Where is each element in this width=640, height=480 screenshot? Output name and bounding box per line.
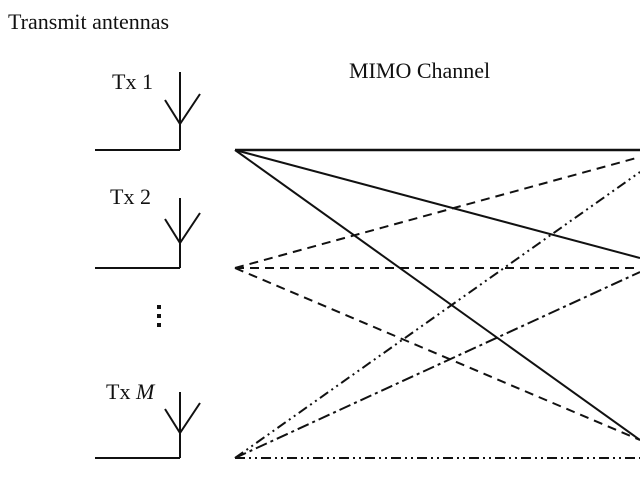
tx-1-index: 1	[141, 69, 153, 94]
ellipsis-icon	[157, 305, 161, 327]
tx-1-prefix: Tx	[112, 69, 137, 94]
tx-1-label: Tx 1	[112, 71, 153, 93]
tx-2-label: Tx 2	[110, 186, 151, 208]
path-tx2-rxn	[234, 267, 640, 441]
tx-2-channel-paths	[234, 156, 640, 441]
antenna-1-icon	[95, 72, 201, 151]
antenna-2-icon	[95, 198, 201, 269]
tx-2-prefix: Tx	[110, 184, 135, 209]
path-txm-rx2	[234, 271, 640, 459]
path-txm-rx1	[234, 171, 640, 459]
path-tx1-rx2	[234, 149, 640, 259]
path-tx1-rxn	[234, 149, 640, 441]
tx-2-index: 2	[139, 184, 151, 209]
mimo-channel-label: MIMO Channel	[349, 58, 491, 83]
path-tx2-rx1	[234, 156, 640, 269]
antenna-m-icon	[95, 392, 201, 459]
tx-1-channel-paths	[234, 148, 640, 441]
tx-m-label: Tx M	[106, 381, 154, 403]
tx-m-channel-paths	[234, 171, 640, 459]
tx-m-index: M	[135, 379, 155, 404]
diagram-heading: Transmit antennas	[8, 9, 170, 34]
tx-m-prefix: Tx	[106, 379, 131, 404]
